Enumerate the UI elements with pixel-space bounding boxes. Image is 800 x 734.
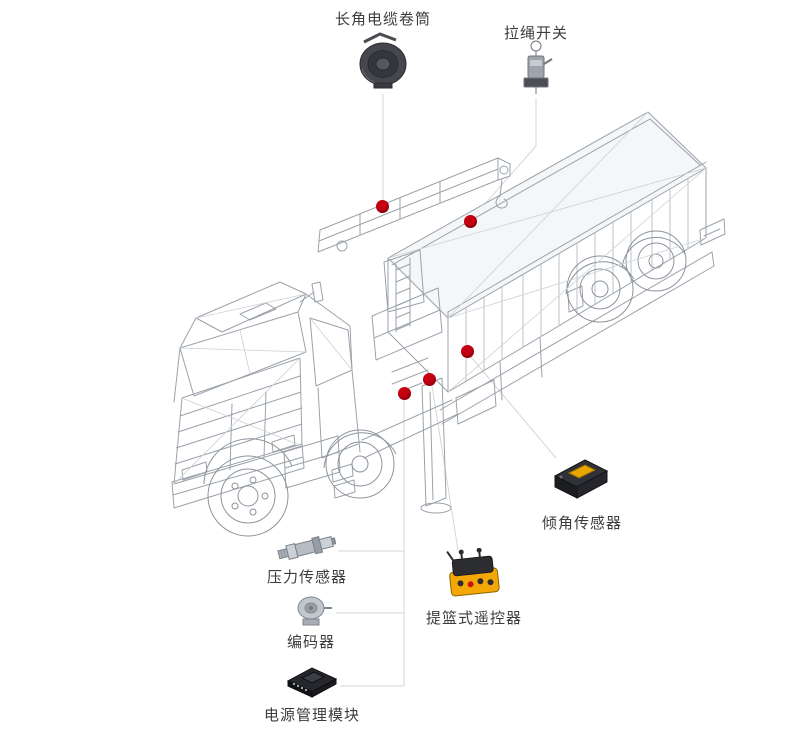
tilt-sensor-image — [549, 452, 613, 502]
trailer-wheels — [565, 230, 687, 323]
label-pull-rope-switch: 拉绳开关 — [504, 24, 569, 42]
sensor-marker-hook — [464, 215, 477, 228]
cargo-box-interior-shade — [388, 112, 706, 318]
cable-reel-image — [350, 32, 416, 90]
connector-lines — [336, 94, 557, 687]
label-cable-reel: 长角电缆卷筒 — [335, 10, 432, 28]
crane-group — [317, 157, 511, 514]
pressure-sensor-image — [276, 532, 337, 564]
cargo-wall-slats — [465, 179, 689, 381]
label-pressure-sensor: 压力传感器 — [267, 568, 348, 586]
basket-remote-control-image — [440, 547, 506, 604]
label-encoder: 编码器 — [287, 633, 336, 651]
sensor-marker-crane-base — [398, 387, 411, 400]
label-tilt-sensor: 倾角传感器 — [542, 514, 623, 532]
pull-rope-switch-image — [517, 38, 555, 96]
power-management-module-image — [284, 664, 340, 698]
sensor-marker-box-side — [461, 345, 474, 358]
sensor-marker-outrigger — [423, 373, 436, 386]
label-basket-remote-control: 提篮式遥控器 — [426, 609, 523, 627]
encoder-image — [291, 594, 335, 630]
label-power-management-module: 电源管理模块 — [264, 706, 361, 724]
cab-wheels — [203, 429, 397, 537]
sensor-marker-boom — [376, 200, 389, 213]
wireframe-mesh-lines — [173, 111, 707, 485]
